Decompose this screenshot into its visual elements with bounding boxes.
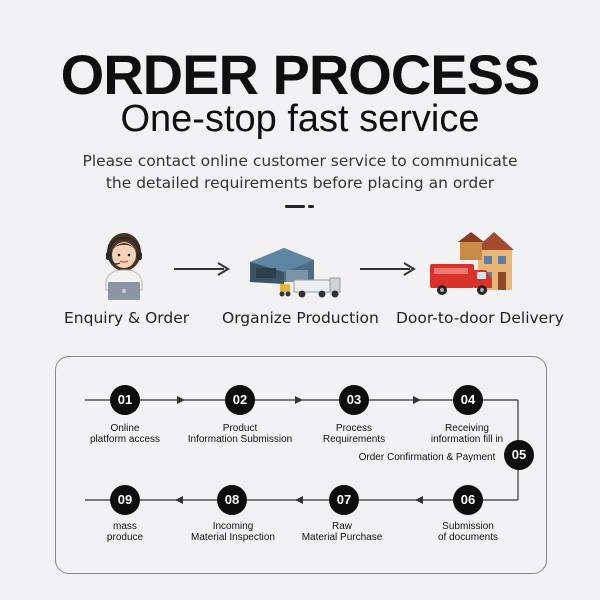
step-label-04: Receiving information fill in <box>430 423 504 445</box>
step-label-01: Online platform access <box>89 423 161 445</box>
description-line-1: Please contact online customer service t… <box>82 152 518 170</box>
step-circle-08: 08 <box>217 485 247 515</box>
stage-arrow-1 <box>174 262 230 276</box>
step-circle-03: 03 <box>339 385 369 415</box>
step-circle-02: 02 <box>225 385 255 415</box>
step-circle-07: 07 <box>329 485 359 515</box>
step-label-08: Incoming Material Inspection <box>191 521 275 543</box>
divider-dot <box>308 205 314 208</box>
step-circle-05: 05 <box>504 440 534 470</box>
step-label-05: Order Confirmation & Payment <box>358 452 496 463</box>
step-circle-09: 09 <box>110 485 140 515</box>
factory-truck-icon <box>250 248 341 298</box>
step-circle-06: 06 <box>453 485 483 515</box>
description-line-2: the detailed requirements before placing… <box>105 174 495 192</box>
stage-label-delivery: Door-to-door Delivery <box>396 309 564 327</box>
step-label-07: Raw Material Purchase <box>301 521 383 543</box>
stage-label-production: Organize Production <box>222 309 379 327</box>
step-label-09: mass produce <box>106 521 144 543</box>
divider-dash <box>285 205 305 208</box>
process-flow-box <box>55 356 547 574</box>
step-circle-04: 04 <box>453 385 483 415</box>
step-circle-01: 01 <box>110 385 140 415</box>
step-label-03: Process Requirements <box>322 423 386 445</box>
stage-arrow-2 <box>360 262 416 276</box>
page-description: Please contact online customer service t… <box>0 150 600 194</box>
page-title: ORDER PROCESS <box>60 43 541 106</box>
stage-label-enquiry: Enquiry & Order <box>64 309 190 327</box>
step-label-06: Submission of documents <box>437 521 499 543</box>
step-label-02: Product Information Submission <box>187 423 293 445</box>
page-subtitle: One-stop fast service <box>120 98 480 140</box>
delivery-van-house-icon <box>430 232 514 295</box>
customer-service-agent-icon <box>105 233 143 300</box>
